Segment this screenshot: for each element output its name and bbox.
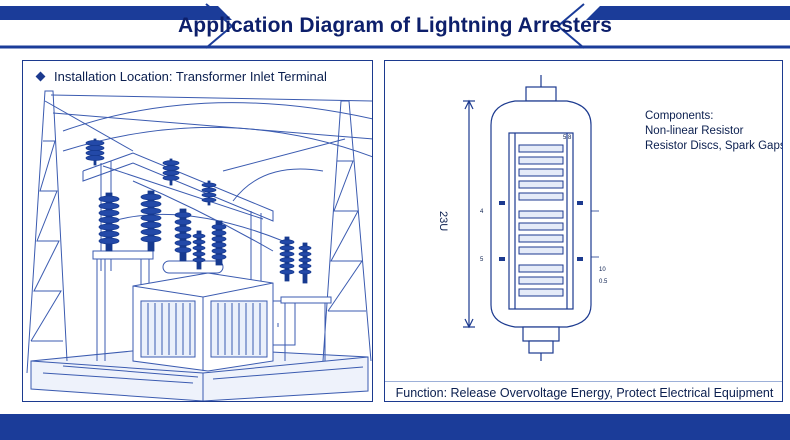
component-item: Resistor Discs, Spark Gaps [645, 140, 783, 152]
gap-label-lower: 5 [480, 257, 484, 263]
page-title: Application Diagram of Lightning Arreste… [178, 14, 612, 37]
installation-location-label: Installation Location: Transformer Inlet… [35, 66, 327, 86]
gap-label-top: 5 8 [563, 135, 572, 141]
diamond-bullet-icon [35, 71, 46, 81]
components-heading: Components: [645, 110, 714, 122]
components-panel: 23U 5 8 4 5 10 0.5 Components: Non-linea… [384, 60, 783, 402]
footer-band [0, 414, 790, 440]
gap-label-bottom: 0.5 [599, 279, 608, 285]
function-description: Function: Release Overvoltage Energy, Pr… [385, 381, 782, 401]
header-band: Application Diagram of Lightning Arreste… [0, 0, 790, 50]
gap-label-upper: 4 [480, 209, 484, 215]
installation-panel: Installation Location: Transformer Inlet… [22, 60, 373, 402]
arrester-cross-section [463, 75, 599, 361]
gap-label-right: 10 [599, 267, 606, 273]
substation-illustration [26, 90, 372, 401]
installation-location-text: Installation Location: Transformer Inlet… [54, 68, 327, 84]
components-list: Components: Non-linear Resistor Resistor… [645, 109, 783, 154]
dimension-label: 23U [437, 211, 449, 232]
component-item: Non-linear Resistor [645, 125, 744, 137]
header-decoration [0, 3, 790, 49]
